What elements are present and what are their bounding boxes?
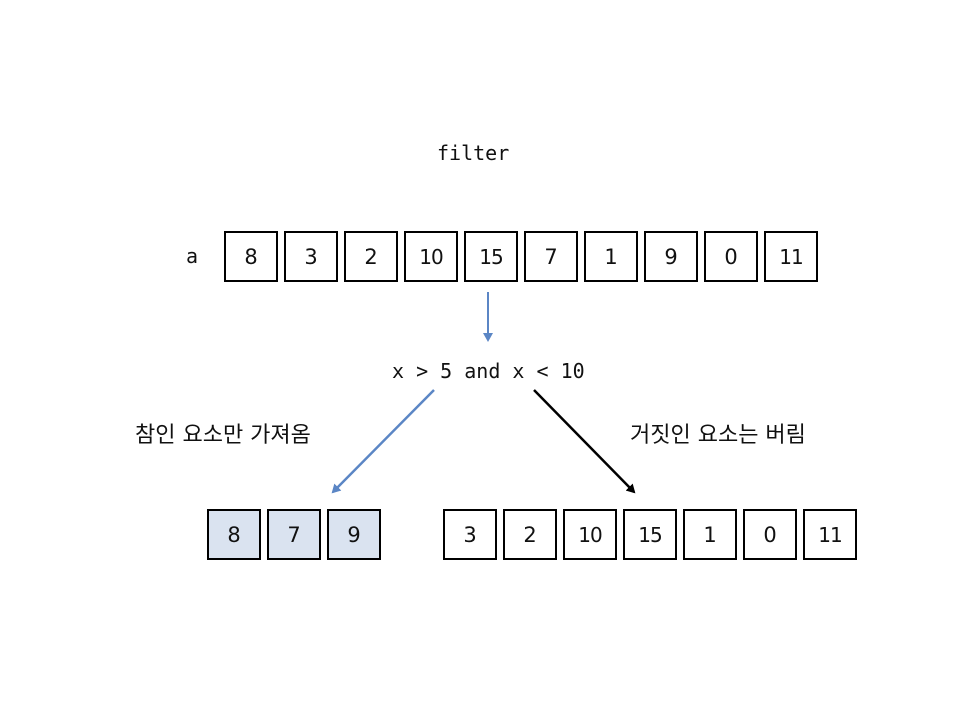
- discarded-cell: 0: [743, 509, 797, 560]
- array-cell: 10: [404, 231, 458, 282]
- source-variable-label: a: [186, 244, 199, 268]
- false-result-array: 3 2 10 15 1 0 11: [443, 509, 863, 560]
- array-cell: 1: [584, 231, 638, 282]
- filter-condition: x > 5 and x < 10: [392, 359, 585, 383]
- discarded-cell: 2: [503, 509, 557, 560]
- array-cell: 7: [524, 231, 578, 282]
- false-branch-caption: 거짓인 요소는 버림: [630, 423, 806, 448]
- true-branch-caption: 참인 요소만 가져옴: [135, 423, 311, 448]
- kept-cell: 8: [207, 509, 261, 560]
- false-branch-arrow: [533, 389, 636, 494]
- kept-cell: 9: [327, 509, 381, 560]
- diagram-title: filter: [437, 141, 510, 165]
- kept-cell: 7: [267, 509, 321, 560]
- array-cell: 9: [644, 231, 698, 282]
- discarded-cell: 1: [683, 509, 737, 560]
- array-cell: 0: [704, 231, 758, 282]
- true-result-array: 8 7 9: [207, 509, 387, 560]
- discarded-cell: 3: [443, 509, 497, 560]
- source-array: 8 3 2 10 15 7 1 9 0 11: [224, 231, 824, 282]
- array-cell: 15: [464, 231, 518, 282]
- discarded-cell: 11: [803, 509, 857, 560]
- array-cell: 2: [344, 231, 398, 282]
- discarded-cell: 15: [623, 509, 677, 560]
- array-cell: 3: [284, 231, 338, 282]
- array-cell: 8: [224, 231, 278, 282]
- true-branch-arrow: [331, 389, 435, 494]
- array-cell: 11: [764, 231, 818, 282]
- discarded-cell: 10: [563, 509, 617, 560]
